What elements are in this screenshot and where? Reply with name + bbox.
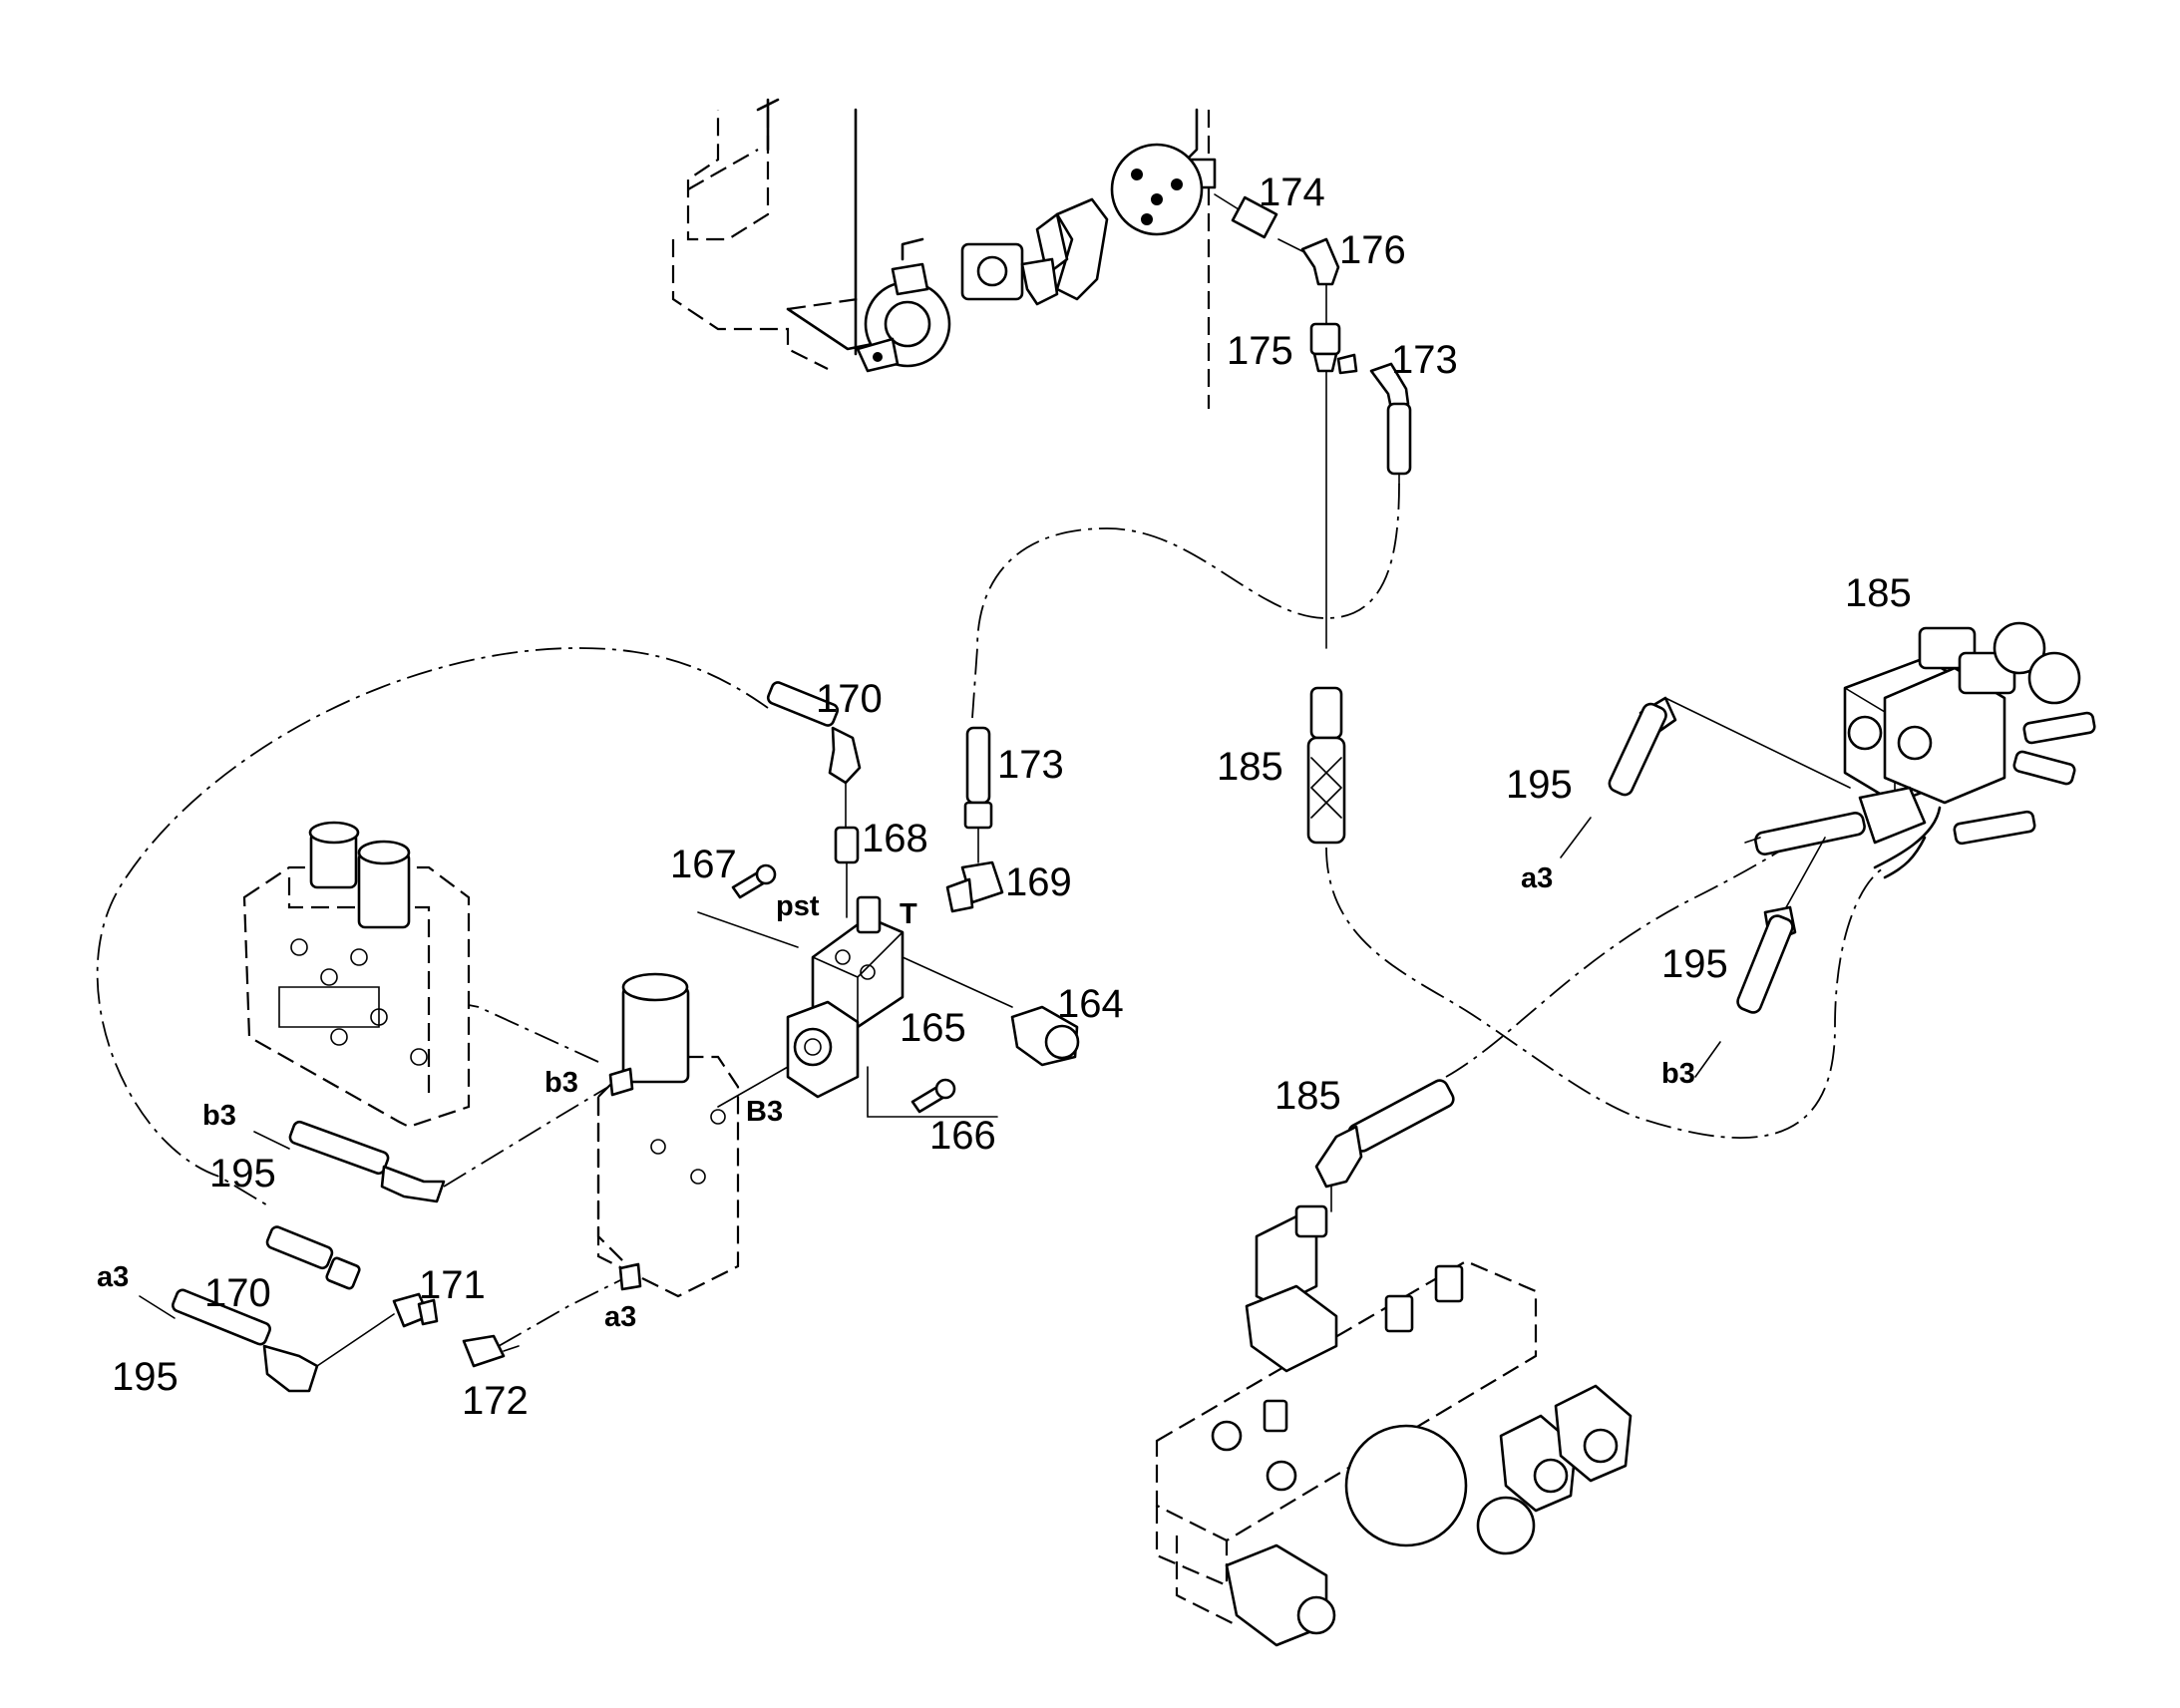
fitting-176 (1300, 237, 1340, 325)
hose-195-right-mid (1744, 811, 1866, 856)
callout-195-right-b3: 195 (1661, 942, 1728, 986)
line-a3 (498, 1275, 629, 1347)
callout-185-center: 185 (1217, 745, 1283, 789)
hose-195-a3 (139, 1288, 395, 1393)
fitting-169 (945, 860, 1004, 913)
hose-173-top (1369, 362, 1412, 485)
secondary-valve-block (596, 972, 740, 1298)
line-b3-hose (443, 1086, 609, 1188)
control-valve-block (242, 821, 471, 1129)
hose-170-bottom (265, 1225, 361, 1290)
callout-171: 171 (419, 1263, 486, 1307)
hose-185-lower (1314, 1079, 1455, 1212)
hose-173-mid (963, 726, 993, 863)
hose-195-right-b3 (1694, 837, 1826, 1078)
port-b3-right: b3 (1661, 1058, 1695, 1090)
fitting-171 (392, 1292, 439, 1328)
line-185-mid (1445, 817, 1836, 1078)
callout-164: 164 (1057, 982, 1124, 1026)
screw-167 (731, 863, 777, 899)
line-b3-left (468, 1004, 599, 1063)
line-173-upper (971, 483, 1400, 719)
callout-185-right: 185 (1845, 571, 1912, 615)
port-b3-hose: b3 (202, 1100, 236, 1132)
bottom-manifold (1155, 1204, 1633, 1647)
valve-185-right (1843, 621, 2096, 879)
sensor-164 (1010, 1005, 1080, 1067)
line-loop-left (96, 647, 769, 1207)
tank-assembly (671, 98, 1217, 409)
callout-169: 169 (1005, 860, 1072, 904)
block-165 (697, 895, 1013, 1118)
line-185-lower (1325, 847, 1886, 1139)
callout-labels: 174 176 175 173 170 173 168 167 169 164 … (112, 171, 1912, 1423)
hose-195-right-a3 (1560, 696, 1851, 858)
fitting-175 (1309, 322, 1358, 649)
port-pst: pst (776, 890, 820, 922)
callout-173-mid: 173 (997, 743, 1064, 787)
callout-170-bottom: 170 (204, 1271, 271, 1315)
callout-175: 175 (1227, 329, 1293, 373)
port-a3-hose: a3 (97, 1261, 129, 1293)
port-a3-right: a3 (1521, 862, 1553, 894)
port-T: T (900, 898, 917, 930)
callout-167: 167 (670, 843, 737, 886)
callout-168: 168 (862, 817, 928, 860)
callout-185-lower: 185 (1274, 1074, 1341, 1118)
callout-166: 166 (929, 1114, 996, 1158)
hose-185-center (1306, 686, 1346, 845)
callout-195-right-a3: 195 (1506, 763, 1573, 807)
port-a3-valve: a3 (604, 1301, 636, 1333)
hose-170-top (766, 681, 862, 829)
fitting-172 (462, 1334, 520, 1368)
callout-195-b3: 195 (209, 1152, 276, 1196)
port-B3: B3 (746, 1096, 783, 1128)
callout-170-top: 170 (816, 677, 883, 721)
callout-172: 172 (462, 1379, 529, 1423)
fitting-168 (834, 826, 860, 918)
callout-174: 174 (1259, 171, 1325, 214)
callout-173-top: 173 (1391, 338, 1458, 382)
callout-176: 176 (1339, 228, 1406, 272)
callout-195-a3: 195 (112, 1355, 179, 1399)
callout-165: 165 (900, 1006, 966, 1050)
hose-195-b3 (253, 1120, 446, 1203)
port-b3-valve: b3 (545, 1067, 578, 1099)
screw-166 (910, 1078, 956, 1114)
port-labels: pst T B3 b3 b3 a3 a3 a3 b3 (97, 862, 1695, 1333)
